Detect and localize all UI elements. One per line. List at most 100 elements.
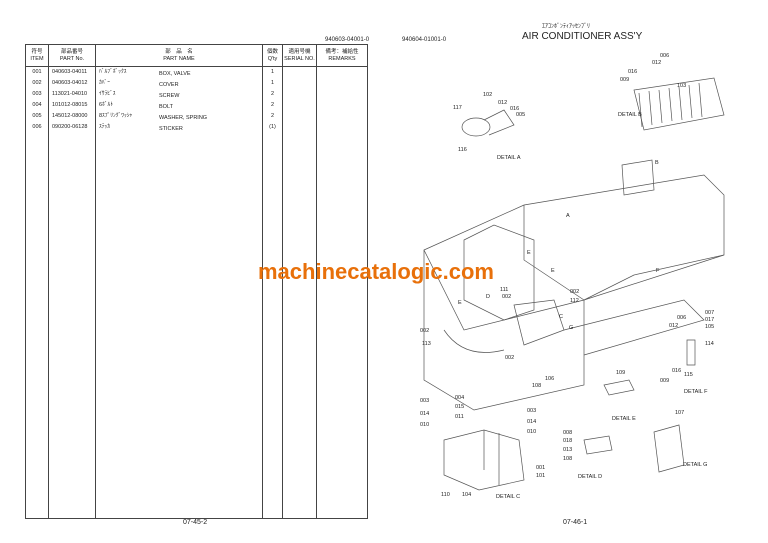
part-name-en: BOX, VALVE (159, 71, 191, 78)
detail-label: DETAIL A (497, 155, 521, 161)
blank-cell (25, 132, 49, 519)
cell-part-name: ｶﾊﾞｰ COVER (95, 77, 263, 89)
callout-label: 002 (505, 355, 514, 361)
callout-label: 006 (677, 315, 686, 321)
callout-label: 002 (420, 328, 429, 334)
callout-label: 010 (420, 422, 429, 428)
page-title: AIR CONDITIONER ASS'Y (522, 31, 643, 42)
callout-label: 108 (532, 383, 541, 389)
callout-label: 109 (616, 370, 625, 376)
cell-qty: 1 (262, 66, 283, 78)
cell-serial (282, 77, 317, 89)
callout-label: 116 (458, 147, 467, 153)
detail-label: DETAIL D (578, 474, 602, 480)
right-page-number: 07-46-1 (563, 519, 588, 526)
callout-label: 110 (441, 492, 450, 498)
header-part-name-jp: 部 品 名 (165, 48, 193, 55)
part-name-en: STICKER (159, 126, 183, 132)
callout-label: 007 (705, 310, 714, 316)
right-doc-number: 940604-01001-0 (402, 37, 447, 43)
callout-label: 001 (536, 465, 545, 471)
part-name-en: SCREW (159, 93, 180, 99)
callout-label: 012 (498, 100, 507, 106)
cell-item: 001 (25, 66, 49, 78)
cell-part-no: 090200-06128 (48, 121, 96, 133)
cell-item: 006 (25, 121, 49, 133)
cell-remarks (316, 77, 368, 89)
callout-label: B (655, 160, 659, 166)
cell-remarks (316, 88, 368, 100)
part-name-jp: ｶﾊﾞｰ (99, 80, 111, 86)
left-page-number: 07-45-2 (183, 519, 208, 526)
part-name-jp: 8ｽﾌﾟﾘﾝｸﾞﾜｯｼｬ (99, 113, 133, 119)
cell-part-no: 101012-08015 (48, 99, 96, 111)
callout-label: 003 (527, 408, 536, 414)
callout-label: 016 (628, 69, 637, 75)
cell-part-no: 040603-04011 (48, 66, 96, 78)
header-serial-en: SERIAL NO. (284, 55, 315, 62)
callout-label: 009 (660, 378, 669, 384)
callout-label: 113 (422, 341, 431, 347)
callout-label: 014 (420, 411, 429, 417)
table-blank-area (25, 132, 368, 519)
callout-label: 101 (536, 473, 545, 479)
callout-label: 011 (455, 414, 464, 420)
cell-remarks (316, 121, 368, 133)
header-qty-en: Q'ty (267, 55, 278, 62)
cell-qty: (1) (262, 121, 283, 133)
watermark: machinecatalogic.com (258, 259, 494, 284)
detail-label: DETAIL C (496, 494, 520, 500)
callout-label: F (656, 268, 660, 274)
header-part-no-jp: 部品番号 (60, 48, 83, 55)
callout-label: A (566, 213, 570, 219)
left-doc-number: 940603-04001-0 (325, 37, 370, 43)
callout-label: 117 (453, 105, 462, 111)
machine-outline (423, 174, 725, 411)
callout-label: 015 (455, 404, 464, 410)
callout-label: 004 (455, 395, 464, 401)
cell-part-no: 145012-08000 (48, 110, 96, 122)
cell-serial (282, 66, 317, 78)
callout-label: 018 (563, 438, 572, 444)
callout-label: E (458, 300, 462, 306)
part-name-jp: ﾊﾞﾙﾌﾞﾎﾞｯｸｽ (99, 69, 127, 76)
header-remarks-en: REMARKS (328, 55, 356, 62)
header-part-name-en: PART NAME (163, 55, 195, 62)
header-item-jp: 符号 (31, 48, 43, 55)
detail-parts (443, 77, 725, 491)
blank-cell (282, 132, 317, 519)
detail-label: DETAIL B (618, 112, 642, 118)
cell-item: 005 (25, 110, 49, 122)
cell-qty: 2 (262, 88, 283, 100)
cell-part-name: 6ﾎﾞﾙﾄ BOLT (95, 99, 263, 111)
callout-label: 114 (705, 341, 714, 347)
callout-label: 108 (563, 456, 572, 462)
callout-label: D (486, 294, 490, 300)
blank-cell (316, 132, 368, 519)
cell-serial (282, 121, 317, 133)
cell-qty: 2 (262, 110, 283, 122)
callout-label: 016 (510, 106, 519, 112)
part-name-en: WASHER, SPRING (159, 115, 208, 121)
callout-label: 102 (483, 92, 492, 98)
callout-label: 010 (527, 429, 536, 435)
cell-serial (282, 88, 317, 100)
part-name-jp: 6ﾎﾞﾙﾄ (99, 102, 114, 108)
cell-remarks (316, 110, 368, 122)
cell-remarks (316, 66, 368, 78)
callout-label: 115 (684, 372, 693, 378)
part-name-en: COVER (159, 82, 179, 88)
part-name-en: BOLT (159, 104, 173, 110)
